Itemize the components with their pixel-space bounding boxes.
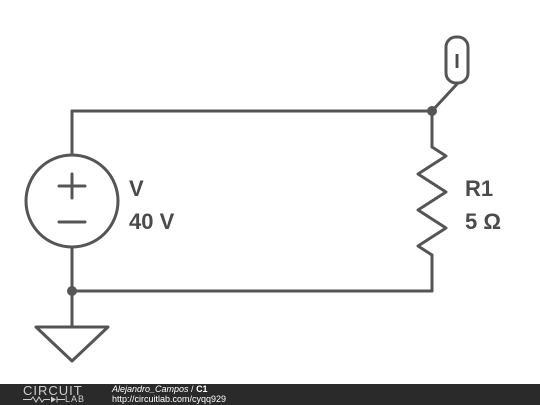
voltage-source-symbol xyxy=(24,153,120,249)
current-probe-label: I xyxy=(454,51,460,73)
junction-dot-bottom-left xyxy=(67,286,77,296)
resistor-symbol xyxy=(416,145,448,257)
schematic-canvas: I V 40 V R1 5 Ω xyxy=(24,35,501,363)
circuitlab-logo[interactable]: CIRCUIT LAB xyxy=(21,383,93,405)
resistor-name: R1 xyxy=(465,176,493,201)
resistor-value: 5 Ω xyxy=(465,209,501,234)
logo-text-circuit: CIRCUIT xyxy=(23,383,83,398)
current-probe-body[interactable] xyxy=(444,35,470,85)
junction-dot-top-right xyxy=(427,106,437,116)
current-probe-lead xyxy=(430,82,459,113)
logo-text-lab: LAB xyxy=(65,394,86,404)
circuit-name-link[interactable]: C1 xyxy=(196,384,208,394)
footer-author-line: Alejandro_Campos / C1 xyxy=(112,384,208,394)
voltage-source-value: 40 V xyxy=(129,209,175,234)
author-link[interactable]: Alejandro_Campos xyxy=(112,384,189,394)
voltage-source-name: V xyxy=(129,176,144,201)
ground-symbol xyxy=(34,325,110,363)
footer-bar: CIRCUIT LAB Alejandro_Campos / C1 http:/… xyxy=(0,383,540,405)
circuit-url-link[interactable]: http://circuitlab.com/cyqq929 xyxy=(112,394,227,404)
resistor-wave-icon xyxy=(23,396,65,403)
footer-separator: / xyxy=(188,384,197,394)
